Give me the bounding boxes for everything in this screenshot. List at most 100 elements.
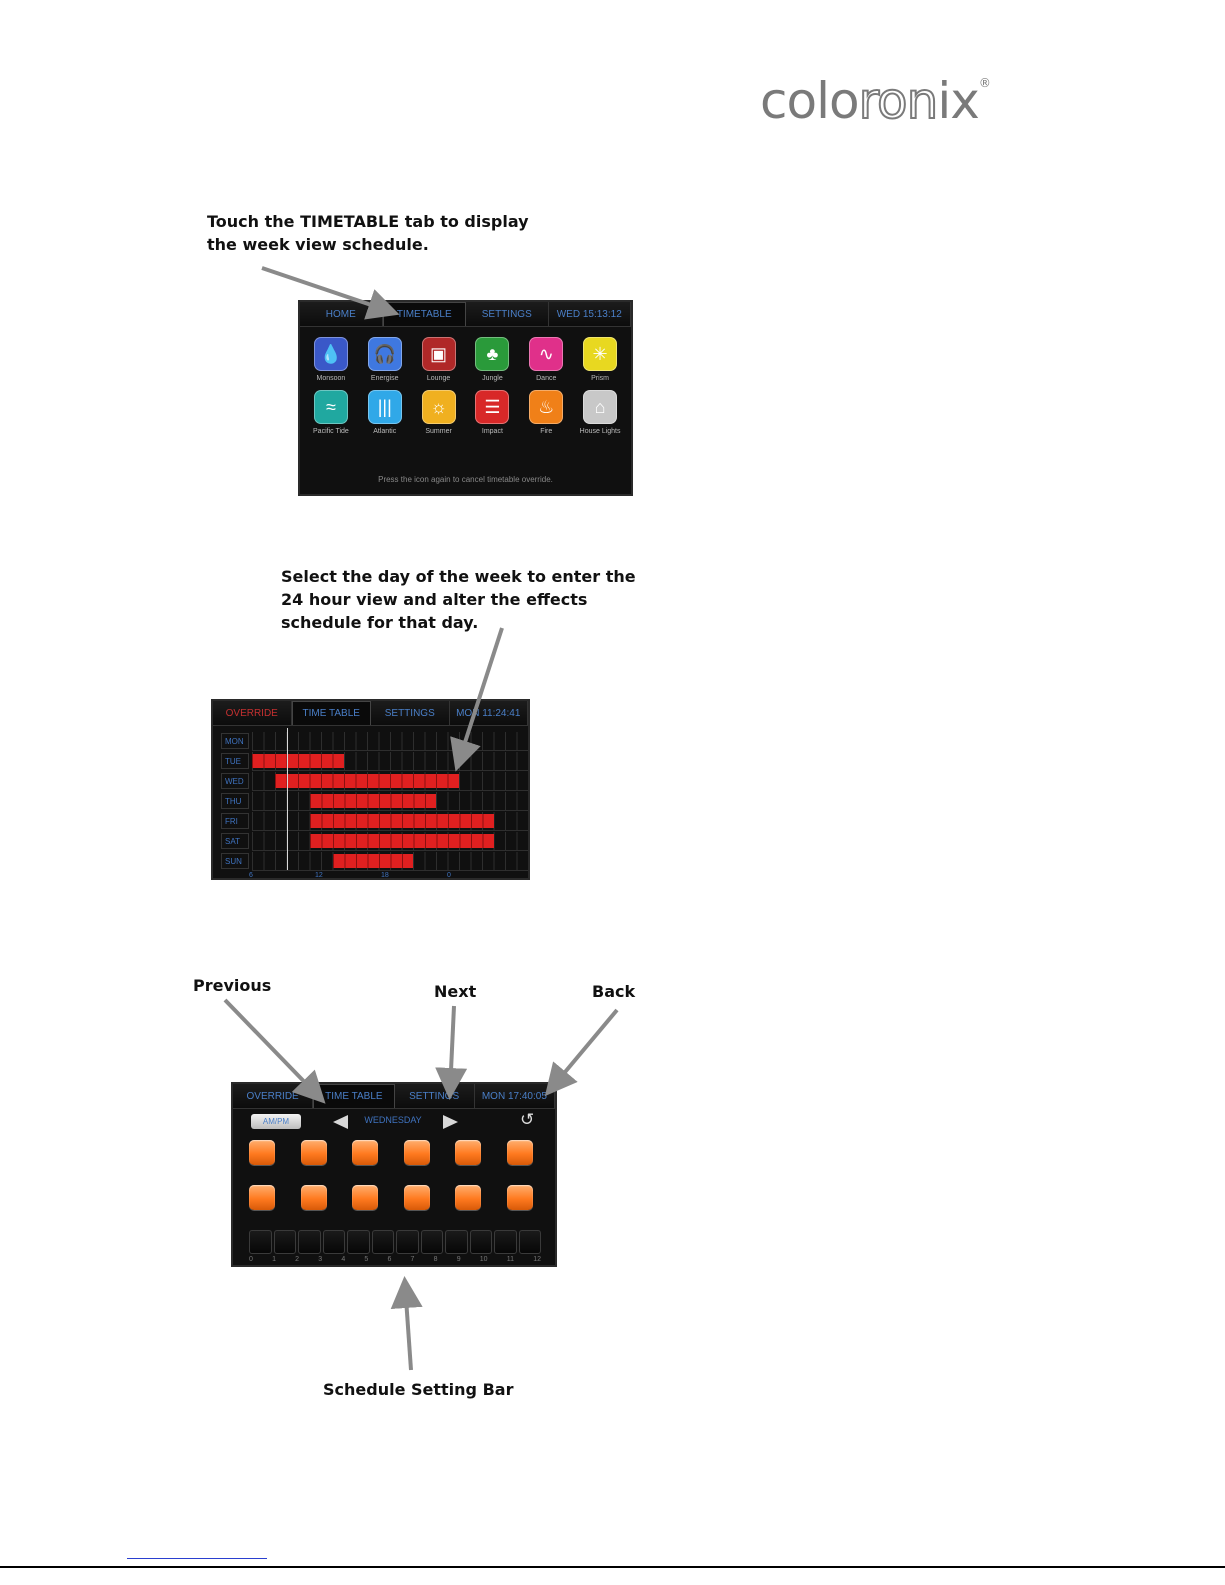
palm-tree-icon: ♣	[475, 337, 510, 371]
app-lounge[interactable]: ▣Lounge	[412, 337, 466, 382]
schedule-cell[interactable]	[322, 1230, 345, 1254]
day-button[interactable]: WED	[221, 773, 249, 789]
app-prism[interactable]: ✳Prism	[573, 337, 627, 382]
app-house-lights[interactable]: ⌂House Lights	[573, 390, 627, 435]
hour-tick: 6	[387, 1256, 392, 1263]
app-fire[interactable]: ♨Fire	[519, 390, 573, 435]
am-pm-toggle[interactable]: AM/PM	[251, 1114, 301, 1129]
coloronix-logo: coloronix®	[760, 71, 991, 131]
effect-slot-button[interactable]	[455, 1185, 481, 1210]
day-button[interactable]: SUN	[221, 853, 249, 869]
day-button[interactable]: TUE	[221, 753, 249, 769]
hour-tick: 11	[506, 1256, 515, 1263]
app-label: Atlantic	[373, 428, 397, 435]
axis-tick: 6	[249, 872, 253, 879]
hour-tick: 8	[433, 1256, 438, 1263]
schedule-setting-bar[interactable]	[249, 1230, 541, 1254]
app-jungle[interactable]: ♣ Jungle	[465, 337, 519, 382]
arrow-schedule-bar	[390, 1276, 423, 1371]
day-row[interactable]: MON	[221, 732, 528, 751]
tab-override[interactable]: OVERRIDE	[213, 701, 292, 725]
schedule-cell[interactable]	[494, 1230, 517, 1254]
tab-settings[interactable]: SETTINGS	[394, 1084, 475, 1108]
app-impact[interactable]: ☰Impact	[465, 390, 519, 435]
effect-slot-button[interactable]	[506, 1140, 533, 1165]
home-screen: HOME TIMETABLE SETTINGS WED 15:13:12 💧Mo…	[298, 300, 633, 496]
arrow-next	[435, 1005, 468, 1100]
app-atlantic[interactable]: |||Atlantic	[358, 390, 412, 435]
axis-tick: 18	[381, 872, 389, 879]
logo-text-c: ix	[937, 72, 979, 130]
effect-slot-button[interactable]	[403, 1140, 430, 1165]
water-drops-icon: 💧	[313, 337, 348, 371]
app-pacific-tide[interactable]: ≈Pacific Tide	[304, 390, 358, 435]
day-button[interactable]: SAT	[221, 833, 249, 849]
schedule-cell[interactable]	[518, 1230, 541, 1254]
tv-icon: ▣	[421, 337, 456, 371]
day-row[interactable]: THU	[221, 792, 528, 811]
tab-bar: OVERRIDE TIME TABLE SETTINGS MON 11:24:4…	[213, 701, 528, 726]
app-label: Jungle	[482, 375, 503, 382]
effect-slot-button[interactable]	[352, 1140, 378, 1165]
schedule-cell[interactable]	[273, 1230, 296, 1254]
effects-grid: 💧Monsoon🎧Energise▣Lounge ♣ Jungle ∿Dance✳Pr…	[300, 327, 631, 435]
tab-timetable[interactable]: TIMETABLE	[382, 302, 466, 326]
effect-slot-button[interactable]	[249, 1185, 275, 1210]
previous-label: Previous	[193, 976, 272, 995]
app-energise[interactable]: 🎧Energise	[358, 337, 412, 382]
day-row[interactable]: SUN	[221, 852, 528, 871]
day-row[interactable]: WED	[221, 772, 528, 791]
hour-tick: 10	[479, 1256, 488, 1263]
schedule-cell[interactable]	[249, 1230, 272, 1254]
registered-mark: ®	[978, 76, 991, 90]
tab-timetable[interactable]: TIME TABLE	[313, 1084, 395, 1108]
day-grid	[252, 732, 528, 751]
app-label: Impact	[481, 428, 503, 435]
hour-tick: 1	[272, 1256, 276, 1263]
back-icon[interactable]: ↺	[520, 1110, 535, 1129]
day-button[interactable]: FRI	[221, 813, 249, 829]
schedule-cell[interactable]	[371, 1230, 394, 1254]
app-summer[interactable]: ☼Summer	[412, 390, 466, 435]
tab-override[interactable]: OVERRIDE	[233, 1084, 314, 1108]
app-label: Dance	[536, 375, 557, 382]
day-row[interactable]: SAT	[221, 832, 528, 851]
app-monsoon[interactable]: 💧Monsoon	[304, 337, 358, 382]
day-button[interactable]: MON	[221, 733, 249, 749]
day-view-screen: OVERRIDE TIME TABLE SETTINGS MON 17:40:0…	[231, 1082, 557, 1267]
schedule-cell[interactable]	[420, 1230, 443, 1254]
logo-text-b: ron	[858, 71, 940, 131]
tab-timetable[interactable]: TIME TABLE	[291, 701, 371, 725]
effect-slot-button[interactable]	[300, 1140, 327, 1165]
day-row[interactable]: TUE	[221, 752, 528, 771]
schedule-cell[interactable]	[396, 1230, 419, 1254]
app-dance[interactable]: ∿Dance	[519, 337, 573, 382]
caption-line: the week view schedule.	[207, 235, 429, 254]
hour-tick: 4	[341, 1256, 346, 1263]
tab-settings[interactable]: SETTINGS	[466, 302, 549, 326]
schedule-cell[interactable]	[347, 1230, 370, 1254]
previous-day-button[interactable]	[333, 1115, 348, 1129]
schedule-cell[interactable]	[445, 1230, 468, 1254]
effect-slot-button[interactable]	[300, 1185, 327, 1210]
next-day-button[interactable]	[443, 1115, 458, 1129]
day-button[interactable]: THU	[221, 793, 249, 809]
effect-slot-button[interactable]	[506, 1185, 533, 1210]
schedule-cell[interactable]	[469, 1230, 492, 1254]
next-label: Next	[434, 982, 477, 1001]
day-name: WEDNESDAY	[364, 1115, 422, 1125]
tab-settings[interactable]: SETTINGS	[371, 701, 450, 725]
day-grid	[252, 772, 528, 791]
effect-slot-button[interactable]	[455, 1140, 481, 1165]
effect-slot-button[interactable]	[249, 1140, 275, 1165]
schedule-block	[309, 794, 436, 808]
effect-slot-button[interactable]	[352, 1185, 378, 1210]
schedule-cell[interactable]	[298, 1230, 321, 1254]
tab-home[interactable]: HOME	[300, 302, 383, 326]
hour-tick: 3	[318, 1256, 323, 1263]
effect-slot-button[interactable]	[403, 1185, 430, 1210]
day-row[interactable]: FRI	[221, 812, 528, 831]
arrow-back	[544, 1008, 619, 1097]
